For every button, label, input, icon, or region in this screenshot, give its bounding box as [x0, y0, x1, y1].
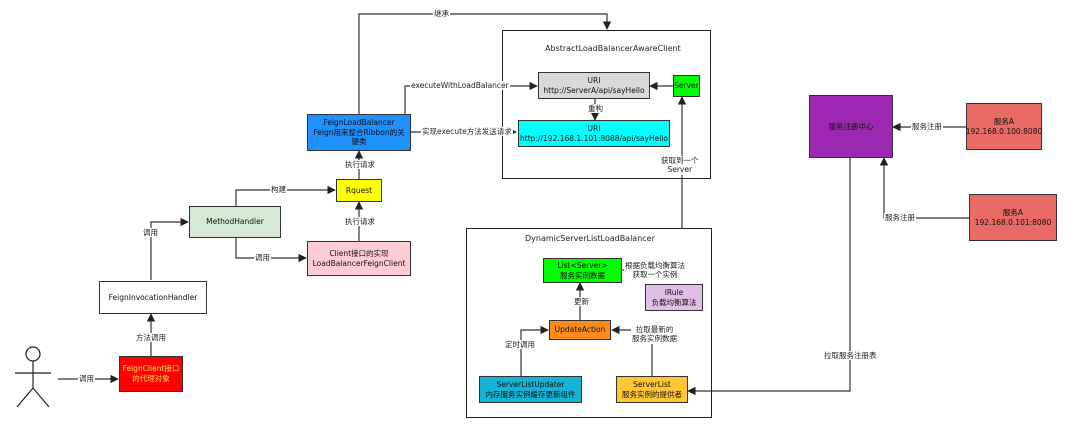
uri-original-box: URI http://ServerA/api/sayHello	[538, 72, 650, 99]
edge-label-exec-request-2: 执行请求	[344, 217, 376, 227]
service-a1-box: 服务A 192.168.0.100:8080	[966, 103, 1042, 150]
edge-inherit	[358, 13, 612, 114]
edge-call-client	[235, 238, 307, 263]
uri-rebuilt-line-2: http://192.168.1.101:8088/api/sayHello	[520, 133, 668, 143]
dynamic-lb-title: DynamicServerListLoadBalancer	[525, 234, 655, 243]
edge-label-register-2: 服务注册	[884, 213, 916, 223]
feign-client-line-1: FeignClient接口	[122, 364, 180, 374]
choose-instance-line-1: 根据负载均衡算法	[625, 261, 685, 270]
list-server-line-2: 服务实例数据	[560, 270, 605, 280]
edge-label-implement-execute: 实现execute方法发送请求	[421, 127, 513, 137]
service-a2-line-2: 192.168.0.101:8080	[974, 217, 1052, 227]
registry-label: 服务注册中心	[828, 121, 874, 131]
uri-rebuilt-line-1: URI	[587, 123, 601, 133]
actor-icon	[15, 346, 51, 408]
edge-label-call-client: 调用	[254, 253, 271, 263]
serverlist-line-1: ServerList	[633, 379, 671, 389]
feign-lb-line-1: FeignLoadBalancer	[323, 117, 395, 127]
client-impl-line-2: LoadBalancerFeignClient	[312, 258, 406, 268]
service-a1-line-2: 192.168.0.100:8080	[965, 126, 1043, 136]
edge-label-exec-request-1: 执行请求	[344, 160, 376, 170]
service-a2-box: 服务A 192.168.0.101:8080	[969, 194, 1057, 241]
client-impl-line-1: Client接口的实现	[329, 248, 389, 258]
edge-label-method-call: 方法调用	[135, 333, 167, 343]
invocation-handler-label: FeignInvocationHandler	[108, 292, 198, 302]
feign-client-proxy-box: FeignClient接口 的代理对象	[119, 356, 183, 392]
pull-latest-line-2: 服务实例数据	[632, 334, 677, 344]
uri-rebuilt-box: URI http://192.168.1.101:8088/api/sayHel…	[518, 120, 670, 147]
edge-label-execute-with-lb: executeWithLoadBalancer	[410, 81, 510, 91]
abstract-client-frame	[502, 30, 711, 179]
method-handler-label: MethodHandler	[206, 217, 264, 227]
edge-label-build: 构建	[270, 185, 287, 195]
server-box: Server	[673, 75, 700, 97]
registry-box: 服务注册中心	[809, 95, 893, 158]
edge-scheduled-call	[520, 325, 549, 376]
edge-label-choose-instance: 根据负载均衡算法 获取一个实例	[624, 261, 686, 280]
edge-label-pull-latest: 拉取最新的 服务实例数据	[631, 325, 678, 344]
rquest-label: Rquest	[345, 185, 373, 195]
edge-pull-registry	[687, 158, 851, 396]
edge-label-pull-registry: 拉取服务注册表	[823, 351, 878, 361]
server-label: Server	[674, 81, 699, 91]
serverlist-line-2: 服务实例的提供者	[622, 389, 682, 399]
irule-box: IRule 负载均衡算法	[645, 284, 703, 311]
edge-label-rebuild: 重构	[587, 104, 604, 114]
server-list-box: ServerList 服务实例的提供者	[616, 376, 688, 403]
feign-client-line-2: 的代理对象	[132, 374, 170, 383]
updater-line-1: ServerListUpdater	[496, 379, 565, 389]
abstract-client-title: AbstractLoadBalancerAwareClient	[545, 44, 681, 53]
edge-build	[235, 185, 336, 206]
list-server-box: List<Server> 服务实例数据	[543, 258, 622, 283]
edge-call-method	[150, 217, 189, 280]
rquest-box: Rquest	[336, 179, 382, 202]
choose-instance-line-2: 获取一个实例	[632, 270, 678, 280]
get-server-line-1: 获取到一个	[661, 156, 699, 165]
update-action-label: UpdateAction	[554, 325, 606, 335]
irule-line-1: IRule	[664, 287, 684, 297]
dynamic-lb-frame	[466, 228, 712, 418]
edge-label-get-server: 获取到一个 Server	[660, 156, 700, 175]
edge-label-inherit: 继承	[433, 9, 450, 19]
list-server-line-1: List<Server>	[557, 260, 608, 270]
server-list-updater-box: ServerListUpdater 内存服务实例缓存更新组件	[479, 376, 582, 403]
feign-load-balancer-box: FeignLoadBalancer Feign用来整合Ribbon的关 键类	[307, 114, 411, 151]
invocation-handler-box: FeignInvocationHandler	[99, 281, 207, 314]
edge-label-register-1: 服务注册	[911, 122, 943, 132]
uri-original-line-2: http://ServerA/api/sayHello	[543, 85, 645, 95]
method-handler-box: MethodHandler	[189, 206, 281, 238]
feign-lb-line-2: Feign用来整合Ribbon的关	[313, 127, 405, 137]
updater-line-2: 内存服务实例缓存更新组件	[485, 389, 576, 399]
update-action-box: UpdateAction	[549, 320, 611, 340]
feign-lb-line-3: 键类	[351, 137, 367, 147]
edge-register-2	[879, 157, 969, 219]
edge-label-update: 更新	[573, 297, 590, 307]
client-impl-box: Client接口的实现 LoadBalancerFeignClient	[307, 241, 411, 276]
edge-label-actor-call: 调用	[78, 374, 95, 384]
uri-original-line-1: URI	[587, 75, 601, 85]
get-server-line-2: Server	[667, 165, 693, 175]
pull-latest-line-1: 拉取最新的	[635, 325, 674, 334]
irule-line-2: 负载均衡算法	[651, 297, 697, 307]
edge-label-scheduled-call: 定时调用	[504, 340, 536, 350]
edge-label-call-method: 调用	[142, 228, 159, 238]
service-a2-line-1: 服务A	[1002, 207, 1024, 217]
service-a1-line-1: 服务A	[993, 116, 1015, 126]
